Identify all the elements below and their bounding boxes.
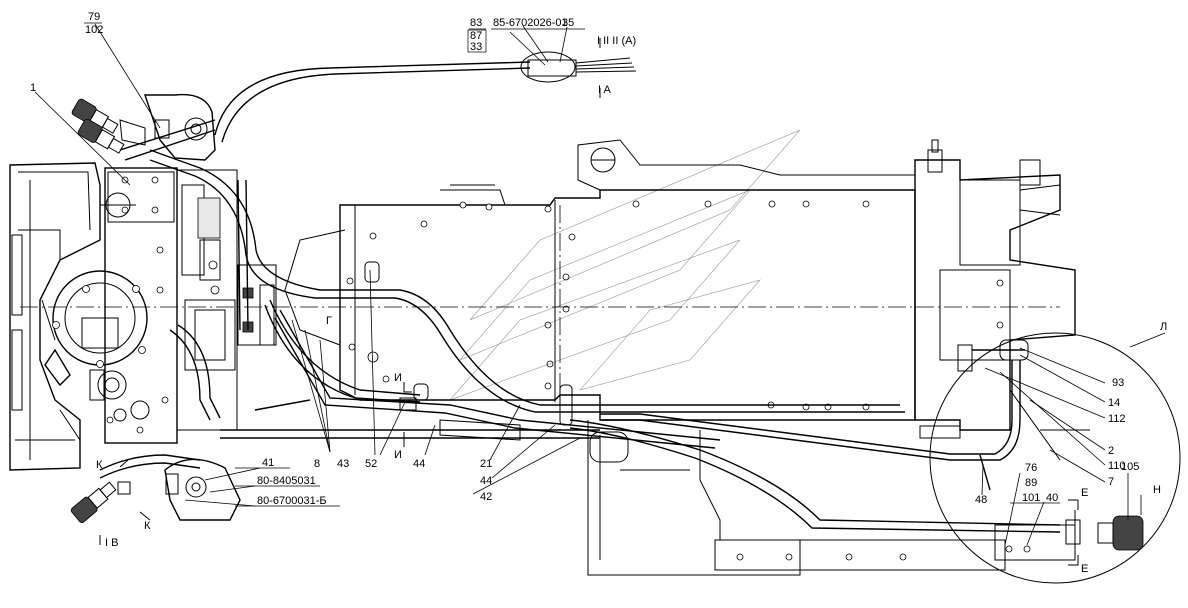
- label-8: 8: [314, 458, 320, 470]
- quick-couplers-top: [71, 98, 146, 154]
- label-112: 112: [1108, 413, 1126, 425]
- hydraulic-lines: [99, 51, 1061, 533]
- housing-bolts: [346, 200, 870, 411]
- label-52: 52: [365, 458, 377, 470]
- label-lambda: Л: [1160, 321, 1167, 333]
- label-k-top: К: [96, 459, 103, 471]
- label-view-ib: I В: [105, 537, 118, 549]
- label-view-iii-a: I II II (A): [597, 35, 636, 47]
- engine-housing: [9, 162, 101, 471]
- label-40: 40: [1046, 492, 1058, 504]
- pump-flange: [41, 270, 148, 387]
- pipe-clamps: [364, 261, 573, 426]
- section-markers: [99, 38, 1079, 566]
- rear-axle-housing: [914, 139, 1090, 461]
- label-83: 83: [470, 17, 482, 29]
- label-gamma: Г: [326, 315, 332, 327]
- label-part-c: 80-6700031-Б: [257, 495, 327, 507]
- label-view-ia: I A: [598, 84, 612, 96]
- label-33: 33: [470, 41, 482, 53]
- label-43: 43: [337, 458, 349, 470]
- distributor-body: [176, 169, 277, 431]
- label-part-b: 80-8405031: [257, 475, 316, 487]
- quick-coupler-bottom: [70, 481, 131, 523]
- label-part-a: 85-6702026-01: [493, 17, 568, 29]
- label-105: 105: [1121, 461, 1139, 473]
- label-en: Н: [1153, 484, 1161, 496]
- label-41: 41: [262, 457, 274, 469]
- label-89: 89: [1025, 477, 1037, 489]
- label-42: 42: [480, 491, 492, 503]
- label-i-top: И: [394, 372, 402, 384]
- label-110: 110: [1108, 460, 1126, 472]
- upper-bracket: [144, 93, 216, 161]
- label-1: 1: [30, 82, 36, 94]
- label-21: 21: [480, 458, 492, 470]
- label-e-bottom: Е: [1081, 563, 1088, 575]
- label-i-bottom: И: [394, 449, 402, 461]
- label-76: 76: [1025, 462, 1037, 474]
- label-k-bottom: К: [144, 520, 151, 532]
- label-87: 87: [470, 30, 482, 42]
- transmission-housing: [284, 139, 916, 421]
- label-e-top: Е: [1081, 487, 1088, 499]
- leader-lines: [34, 23, 1166, 546]
- control-valve-block: [89, 167, 178, 444]
- label-93: 93: [1112, 377, 1124, 389]
- watermark-logo: [449, 129, 801, 401]
- label-79: 79: [88, 11, 100, 23]
- label-44-right: 44: [480, 475, 492, 487]
- rear-quick-coupler: [994, 510, 1144, 561]
- label-7: 7: [1108, 476, 1114, 488]
- label-101: 101: [1022, 492, 1040, 504]
- label-102: 102: [85, 24, 103, 36]
- label-48: 48: [975, 494, 987, 506]
- lower-frame: [439, 419, 1006, 576]
- callout-labels: 79 102 1 83 87 33 85-6702026-01 35 I II …: [30, 11, 1167, 575]
- label-44-left: 44: [413, 458, 425, 470]
- label-14: 14: [1108, 397, 1120, 409]
- label-2: 2: [1108, 445, 1114, 457]
- label-35: 35: [562, 17, 574, 29]
